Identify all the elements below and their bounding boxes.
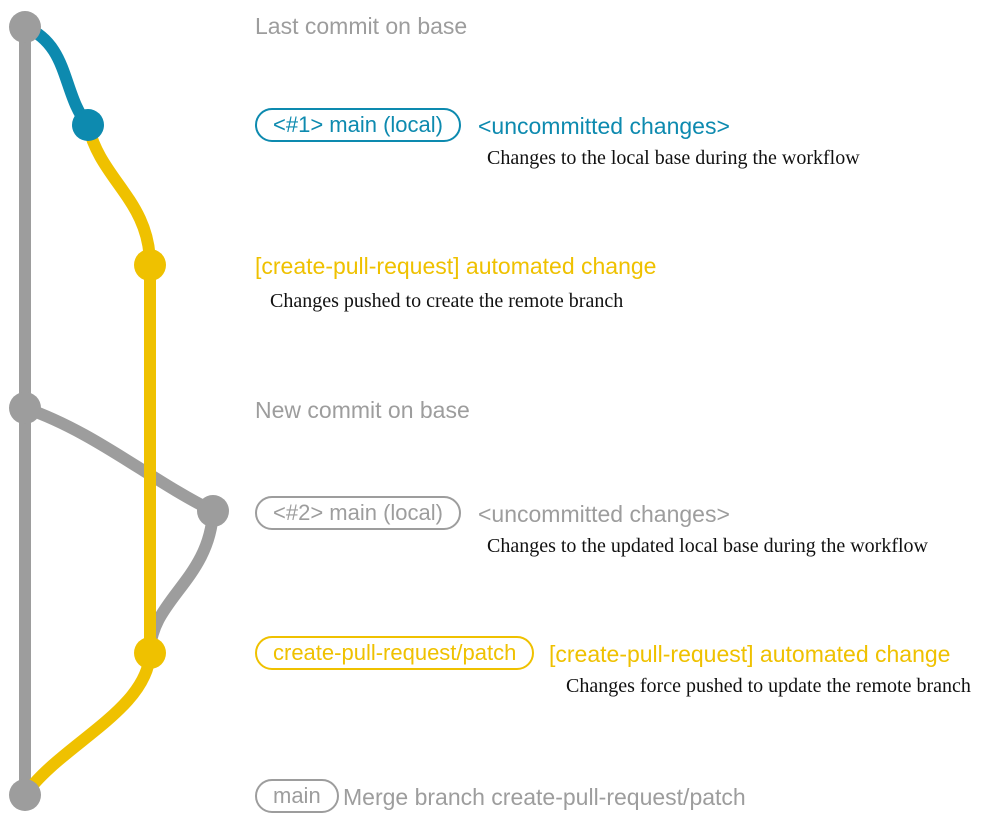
commit-node-remote-force[interactable] — [134, 637, 166, 669]
local-branch-line — [19, 21, 94, 131]
branch-pill-local-1[interactable]: <#1> main (local) — [255, 108, 461, 142]
updated-local-to-remote-line — [144, 505, 219, 659]
commit-description-local-2: Changes to the updated local base during… — [487, 535, 928, 557]
commit-subject-local-2: <uncommitted changes> — [478, 501, 730, 527]
commit-node-base-new[interactable] — [9, 392, 41, 424]
commit-subject-local-1: <uncommitted changes> — [478, 113, 730, 139]
branch-pill-main-label: main — [273, 783, 321, 808]
branch-pill-local-2[interactable]: <#2> main (local) — [255, 496, 461, 530]
commit-subject-create-pull-request-patch: [create-pull-request] automated change — [549, 641, 951, 667]
branch-pill-create-pull-request-patch-label: create-pull-request/patch — [273, 640, 517, 665]
remote-create-line — [82, 119, 156, 271]
commit-node-local-2[interactable] — [197, 495, 229, 527]
headline-new-commit-on-base: New commit on base — [255, 397, 470, 423]
branch-pill-local-1-label: <#1> main (local) — [273, 112, 443, 137]
commit-description-create-pull-request-patch: Changes force pushed to update the remot… — [566, 675, 971, 697]
base-to-updated-local-line — [19, 402, 219, 517]
branch-pill-local-2-label: <#2> main (local) — [273, 500, 443, 525]
branch-pill-create-pull-request-patch[interactable]: create-pull-request/patch — [255, 636, 535, 670]
headline-create-pull-request-automated-change: [create-pull-request] automated change — [255, 253, 657, 279]
commit-node-remote-create[interactable] — [134, 249, 166, 281]
commit-node-base-merge[interactable] — [9, 779, 41, 811]
commit-subject-merge-branch: Merge branch create-pull-request/patch — [343, 784, 746, 810]
headline-last-commit-on-base: Last commit on base — [255, 13, 468, 39]
branch-pill-main[interactable]: main — [255, 779, 339, 813]
commit-node-local-1[interactable] — [72, 109, 104, 141]
remote-merge-line — [19, 647, 156, 801]
commit-node-base-last[interactable] — [9, 11, 41, 43]
commit-description-local-1: Changes to the local base during the wor… — [487, 147, 860, 169]
commit-description-create-pull-request-1: Changes pushed to create the remote bran… — [270, 290, 624, 312]
